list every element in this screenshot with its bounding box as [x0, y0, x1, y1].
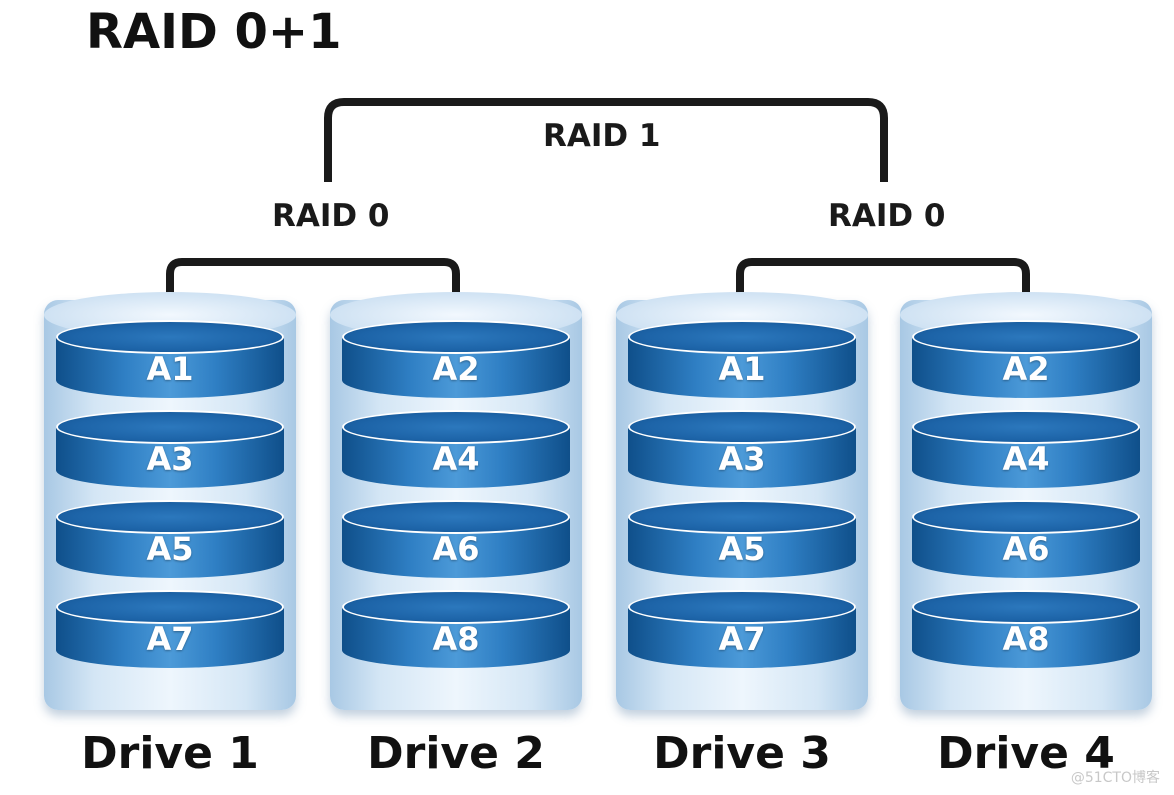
raid0-right-label: RAID 0: [828, 198, 946, 234]
platter-top: [342, 320, 570, 354]
data-block-label: A8: [432, 620, 480, 658]
data-block: A4: [342, 410, 570, 488]
data-block-label: A4: [432, 440, 480, 478]
platter-top: [912, 410, 1140, 444]
raid1-connector: [324, 98, 888, 182]
platter-top: [56, 590, 284, 624]
data-block: A7: [56, 590, 284, 668]
data-block-label: A3: [718, 440, 766, 478]
platter-top: [912, 500, 1140, 534]
data-block-label: A5: [718, 530, 766, 568]
data-block-label: A1: [146, 350, 194, 388]
data-block-label: A2: [432, 350, 480, 388]
platter-top: [628, 590, 856, 624]
platter-top: [342, 410, 570, 444]
data-block-label: A7: [718, 620, 766, 658]
data-block: A7: [628, 590, 856, 668]
data-block-label: A7: [146, 620, 194, 658]
raid1-label: RAID 1: [543, 118, 661, 154]
data-block: A1: [628, 320, 856, 398]
data-block-label: A2: [1002, 350, 1050, 388]
diagram-title: RAID 0+1: [86, 4, 342, 60]
platter-top: [56, 410, 284, 444]
platter-top: [628, 410, 856, 444]
data-block: A1: [56, 320, 284, 398]
data-block: A5: [56, 500, 284, 578]
platter-top: [56, 320, 284, 354]
data-block-label: A4: [1002, 440, 1050, 478]
platter-top: [628, 500, 856, 534]
data-block-label: A5: [146, 530, 194, 568]
data-block: A6: [912, 500, 1140, 578]
platter-top: [912, 320, 1140, 354]
data-block-label: A6: [432, 530, 480, 568]
data-block: A8: [912, 590, 1140, 668]
drive-name: Drive 1: [81, 728, 259, 779]
drive-name: Drive 2: [367, 728, 545, 779]
data-block: A3: [56, 410, 284, 488]
data-block: A5: [628, 500, 856, 578]
raid0-left-connector: [166, 258, 460, 330]
raid0-right-connector: [736, 258, 1030, 330]
raid0-left-label: RAID 0: [272, 198, 390, 234]
platter-top: [56, 500, 284, 534]
drive-name: Drive 3: [653, 728, 831, 779]
data-block: A6: [342, 500, 570, 578]
data-block: A4: [912, 410, 1140, 488]
data-block: A2: [342, 320, 570, 398]
data-block: A8: [342, 590, 570, 668]
platter-top: [628, 320, 856, 354]
drive-name: Drive 4: [937, 728, 1115, 779]
data-block: A3: [628, 410, 856, 488]
platter-top: [912, 590, 1140, 624]
data-block: A2: [912, 320, 1140, 398]
data-block-label: A1: [718, 350, 766, 388]
watermark: @51CTO博客: [1070, 770, 1160, 786]
data-block-label: A3: [146, 440, 194, 478]
data-block-label: A8: [1002, 620, 1050, 658]
data-block-label: A6: [1002, 530, 1050, 568]
platter-top: [342, 500, 570, 534]
platter-top: [342, 590, 570, 624]
